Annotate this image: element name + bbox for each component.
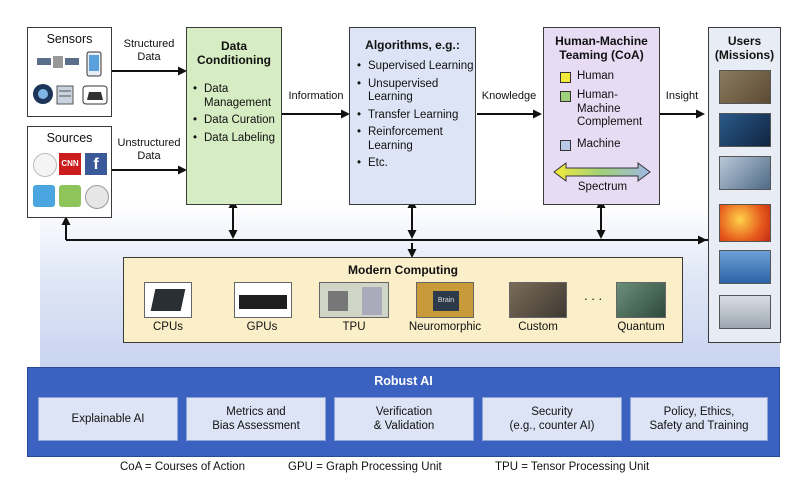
computing-label-quantum: Quantum [617,321,665,333]
sources-box: Sources CNN f [27,126,112,218]
list-item: Data Labeling [193,132,279,146]
list-item: Data Management [193,83,279,110]
users-title: Users (Missions) [714,34,775,62]
neuromorphic-icon: Brain [416,282,474,318]
car-sensor-icon [82,85,108,105]
list-item: Unsupervised Learning [357,78,475,105]
data-conditioning-list: Data Management Data Curation Data Label… [193,83,279,149]
data-conditioning-box: Data Conditioning Data Management Data C… [186,27,282,205]
legend-swatch-machine [560,140,571,151]
list-item: Etc. [357,157,475,171]
cpu-icon [144,282,192,318]
legend-label-machine: Machine [577,138,621,150]
hmt-box: Human-Machine Teaming (CoA) Human Human-… [543,27,660,205]
modern-computing-box: Modern Computing CPUs GPUs TPU Brain Neu… [123,257,683,343]
computing-ellipsis: . . . [584,288,603,303]
facebook-icon: f [85,153,107,175]
robust-item-explainable: Explainable AI [38,397,178,441]
robust-item-security: Security (e.g., counter AI) [482,397,622,441]
spectrum-arrow [553,162,651,182]
computing-label-neuromorphic: Neuromorphic [408,321,482,333]
computing-label-gpus: GPUs [246,321,278,333]
robust-item-policy: Policy, Ethics, Safety and Training [630,397,768,441]
control-room-image [719,113,771,147]
phone-icon [86,51,102,77]
label-structured-data: Structured Data [123,38,175,63]
label-information: Information [288,90,344,102]
twitter-icon [33,185,55,207]
legend-label-complement: Human- Machine Complement [577,89,643,128]
modern-computing-title: Modern Computing [348,263,458,277]
cnn-icon: CNN [59,153,81,175]
camera-icon [33,84,53,104]
gpu-icon [234,282,292,318]
footnote-coa: CoA = Courses of Action [120,461,245,473]
legend-label-human: Human [577,70,615,82]
autonomous-car-image [719,295,771,329]
algorithms-title: Algorithms, e.g.: [365,38,460,52]
wikipedia-icon [85,185,109,209]
algorithms-box: Algorithms, e.g.: Supervised Learning Un… [349,27,476,205]
list-item: Reinforcement Learning [357,126,475,153]
sensors-box: Sensors [27,27,112,117]
label-insight: Insight [665,90,699,102]
list-item: Transfer Learning [357,109,475,123]
robust-ai-title: Robust AI [374,374,433,388]
sensor-icons [33,51,108,105]
computing-label-custom: Custom [518,321,558,333]
legend-swatch-complement [560,91,571,102]
sensors-title: Sensors [46,32,93,46]
label-knowledge: Knowledge [481,90,537,102]
footnote-tpu: TPU = Tensor Processing Unit [495,461,650,473]
robust-item-metrics: Metrics and Bias Assessment [186,397,326,441]
computing-label-cpus: CPUs [152,321,184,333]
computing-label-tpu: TPU [342,321,366,333]
robust-item-verification: Verification & Validation [334,397,474,441]
drone-image [719,250,771,284]
custom-icon [509,282,567,318]
footnote-gpu: GPU = Graph Processing Unit [288,461,442,473]
users-box: Users (Missions) [708,27,781,343]
list-item: Supervised Learning [357,60,475,74]
soldiers-image [719,70,771,104]
heatmap-image [719,204,771,242]
sources-title: Sources [46,131,93,145]
label-unstructured-data: Unstructured Data [117,137,181,162]
list-item: Data Curation [193,114,279,128]
building-icon [56,85,74,105]
data-conditioning-title: Data Conditioning [197,39,271,67]
algorithms-list: Supervised Learning Unsupervised Learnin… [357,60,475,175]
search-map-icon [59,185,81,207]
hmt-title: Human-Machine Teaming (CoA) [555,34,648,62]
reddit-icon [33,153,57,177]
quantum-icon [616,282,666,318]
legend-swatch-human [560,72,571,83]
satellite-icon [37,56,79,68]
tpu-icon [319,282,389,318]
medical-image [719,156,771,190]
spectrum-label: Spectrum [577,181,628,193]
robust-ai-box: Robust AI Explainable AI Metrics and Bia… [27,367,780,457]
